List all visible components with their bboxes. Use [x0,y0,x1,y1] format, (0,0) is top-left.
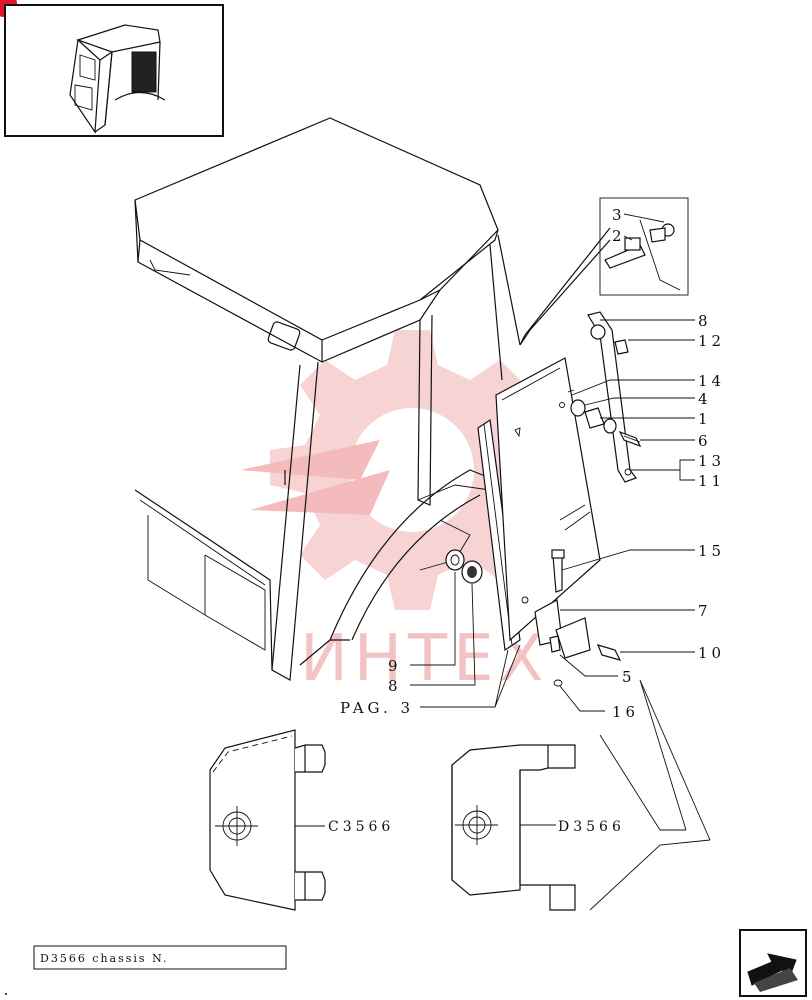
callout-3: 3 [612,206,626,224]
hinge-arm [559,311,642,483]
callout-8a: 8 [698,312,712,330]
variant-d3566: D3566 [451,744,625,911]
callout-12: 12 [698,332,725,350]
callout-16: 16 [612,703,639,721]
variant-c3566-label: C3566 [328,819,394,835]
bushings [445,549,483,584]
variant-c3566: C3566 [209,729,394,911]
callout-13: 13 [698,452,725,470]
callout-8b: 8 [388,677,402,695]
callout-9: 9 [388,657,402,675]
next-arrow-icon[interactable] [739,929,807,997]
leader-lines [410,213,711,911]
chassis-label: D3566 chassis N. [40,952,168,965]
callout-labels: 3 2 8 12 14 4 1 6 13 11 15 7 10 5 16 9 8… [340,206,725,721]
callout-1: 1 [698,410,712,428]
cab-body [134,117,521,681]
rear-glass [495,357,601,642]
callout-15: 15 [698,542,725,560]
callout-11: 11 [698,472,725,490]
callout-2: 2 [612,227,626,245]
lower-bracket [521,549,622,687]
callout-pag: PAG. 3 [340,699,414,717]
callout-5: 5 [622,668,636,686]
chassis-footer: D3566 chassis N. [33,945,287,970]
callout-7: 7 [698,602,712,620]
thumbnail-cab [4,4,224,137]
inset-detail [599,197,689,296]
callout-6: 6 [698,432,712,450]
callout-14: 14 [698,372,725,390]
callout-4: 4 [698,390,712,408]
callout-10: 10 [698,644,725,662]
variant-d3566-label: D3566 [558,819,625,835]
